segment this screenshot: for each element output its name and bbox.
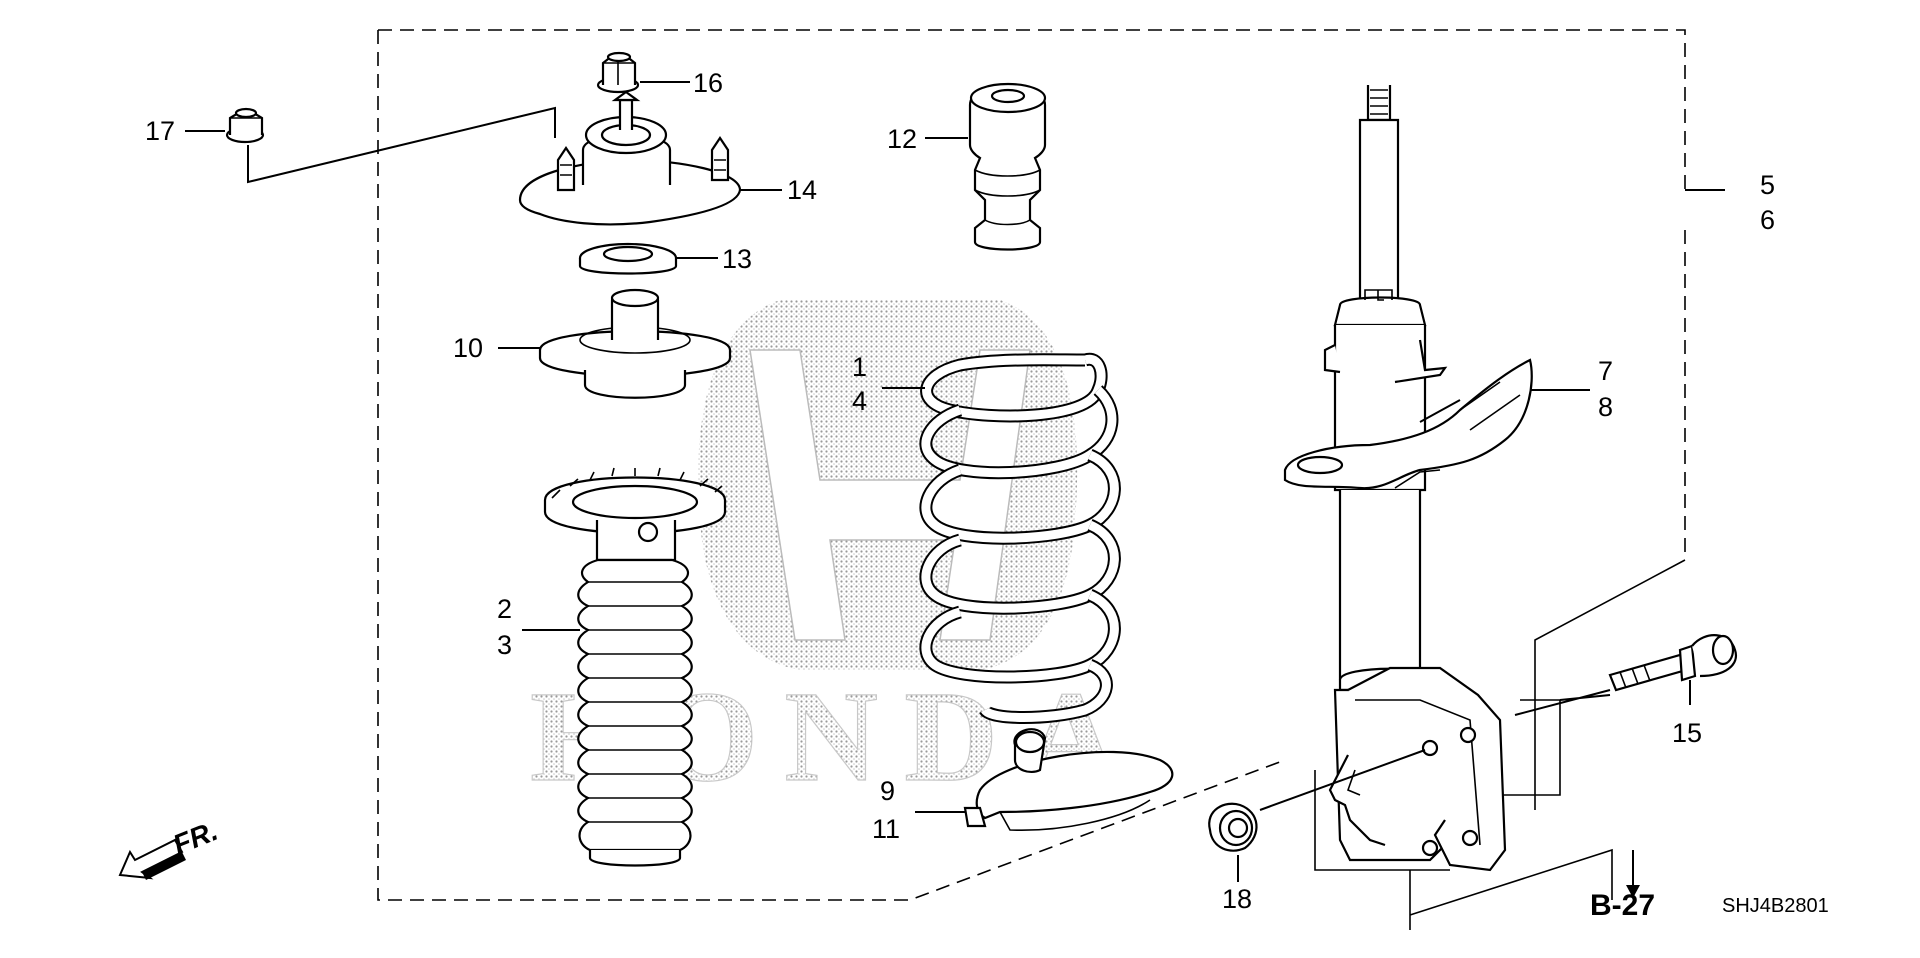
- callout-6: 6: [1760, 205, 1775, 235]
- knuckle-bracket: [1328, 666, 1507, 872]
- frame-stepped-lines: [1314, 559, 1686, 930]
- front-direction-arrow: FR.: [118, 815, 222, 880]
- callout-13: 13: [722, 244, 752, 274]
- callout-15: 15: [1672, 718, 1702, 748]
- callout-18: 18: [1222, 884, 1252, 914]
- dust-boot-2-3: [543, 467, 727, 867]
- callout-2: 2: [497, 594, 512, 624]
- callout-4: 4: [852, 386, 867, 416]
- section-reference[interactable]: B-27: [1590, 889, 1655, 922]
- callout-5: 5: [1760, 170, 1775, 200]
- flange-nut-17: [225, 107, 265, 144]
- callout-1: 1: [852, 352, 867, 382]
- leader-7-8-tip: [1419, 399, 1461, 423]
- callout-8: 8: [1598, 392, 1613, 422]
- flange-bolt-15: [1608, 634, 1738, 692]
- assembly-frame: [377, 29, 1686, 901]
- lower-spring-seat-9-11: [963, 728, 1174, 832]
- coil-spring-1-4: [919, 352, 1121, 724]
- front-direction-label: FR.: [169, 815, 222, 861]
- callout-16: 16: [693, 68, 723, 98]
- callout-10: 10: [453, 333, 483, 363]
- strut-mount-14: [518, 90, 742, 226]
- callout-12: 12: [887, 124, 917, 154]
- ref-arrow-head: [1626, 885, 1640, 898]
- callout-9: 9: [880, 776, 895, 806]
- upper-spring-seat-10: [538, 288, 732, 399]
- callout-3: 3: [497, 630, 512, 660]
- bracket-7-8: [1283, 358, 1533, 490]
- diagram-code: SHJ4B2801: [1722, 895, 1829, 917]
- leader-18: [1259, 749, 1426, 811]
- callout-14: 14: [787, 175, 817, 205]
- bump-rubber-12: [968, 82, 1047, 251]
- self-locking-nut-16: [596, 51, 640, 94]
- callout-11: 11: [872, 814, 900, 844]
- callout-17: 17: [145, 116, 175, 146]
- leader-15-bolt: [1514, 689, 1611, 716]
- callout-7: 7: [1598, 356, 1613, 386]
- flange-nut-18: [1208, 802, 1258, 852]
- bearing-13: [578, 242, 678, 275]
- leader-17-to-14: [247, 106, 556, 184]
